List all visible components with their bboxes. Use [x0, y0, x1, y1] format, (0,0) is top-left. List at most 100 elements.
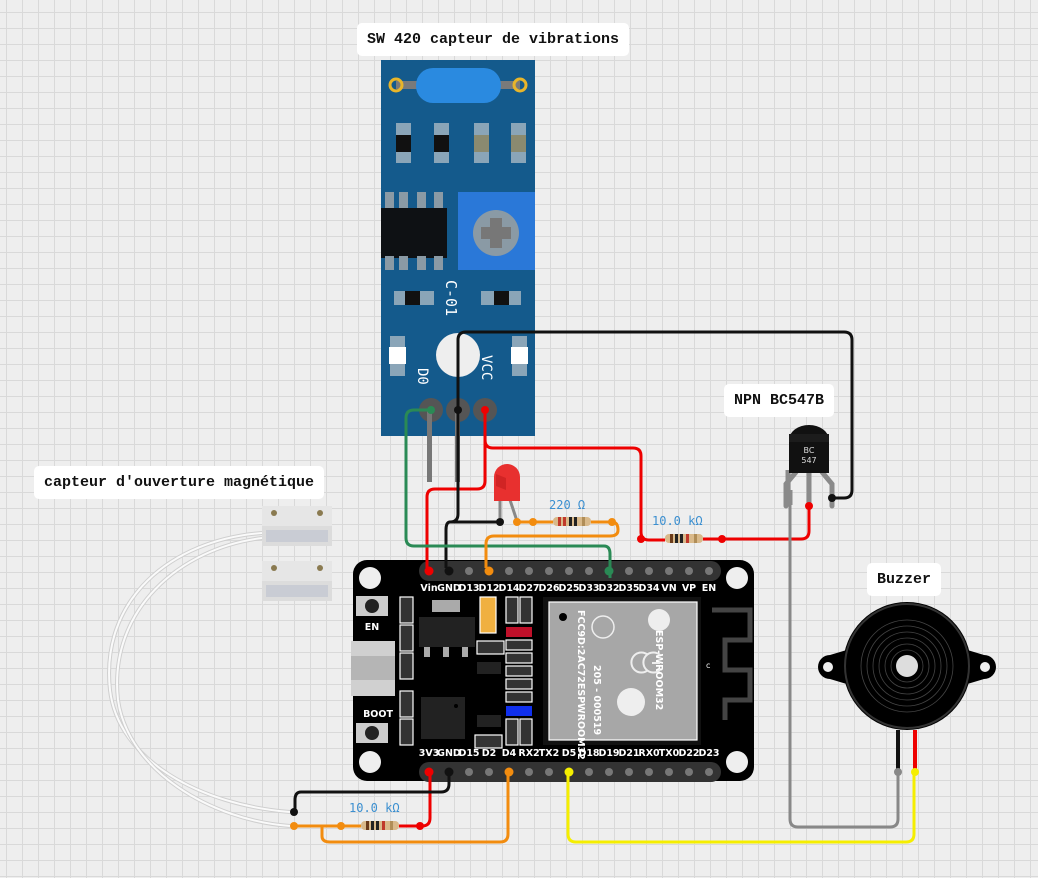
pin-label-3v3: 3V3 [419, 748, 440, 759]
piezo-buzzer[interactable] [818, 602, 996, 772]
switch-pad-left [388, 77, 404, 93]
pin-d34[interactable] [645, 567, 653, 575]
pin-en[interactable] [705, 567, 713, 575]
wire-base[interactable] [703, 506, 811, 541]
wire-d4[interactable] [294, 772, 510, 844]
magnetic-sensor[interactable] [107, 506, 332, 828]
pin-label-d23: D23 [698, 748, 719, 759]
transistor-marking-1: BC [804, 446, 815, 455]
magnetic-sensor-label: capteur d'ouverture magnétique [34, 466, 325, 499]
module-marking: C-01 [442, 280, 460, 316]
pin-label-d19: D19 [598, 748, 619, 759]
pin-d15[interactable] [465, 768, 473, 776]
pin-d21[interactable] [625, 768, 633, 776]
reed-magnet [262, 561, 332, 581]
resistor-base[interactable] [665, 534, 703, 543]
pin-d23[interactable] [705, 768, 713, 776]
pin-tx0[interactable] [665, 768, 673, 776]
potentiometer[interactable] [458, 192, 535, 270]
pin-label-tx0: TX0 [659, 748, 680, 759]
boot-button-label: BOOT [363, 709, 393, 720]
pin-vn[interactable] [665, 567, 673, 575]
pin-label-d15: D15 [458, 748, 479, 759]
vibration-switch-body [416, 68, 501, 103]
reed-switch-top [262, 506, 332, 526]
wire-junctions [290, 406, 919, 830]
wire-collector[interactable] [788, 505, 900, 829]
usb-uart-chip [421, 697, 465, 739]
wire-reed-gnd[interactable] [293, 772, 451, 812]
pin-rx2[interactable] [525, 768, 533, 776]
smd-components [399, 596, 533, 749]
resistor-base-label: 10.0 kΩ [652, 514, 703, 528]
resistor-pullup-label: 10.0 kΩ [349, 801, 400, 815]
pin-label-d21: D21 [618, 748, 639, 759]
pin-label-d26: D26 [538, 583, 559, 594]
wires [293, 330, 916, 844]
pin-d19[interactable] [605, 768, 613, 776]
en-button-label: EN [365, 622, 379, 633]
pin-d18[interactable] [585, 768, 593, 776]
pin-d14[interactable] [505, 567, 513, 575]
buzzer-label: Buzzer [867, 563, 942, 596]
pin-tx2[interactable] [545, 768, 553, 776]
cert-number: 205 - 000519 [591, 665, 602, 735]
pin-d26[interactable] [545, 567, 553, 575]
wire-d5[interactable] [566, 772, 916, 844]
pin-label-vn: VN [661, 583, 676, 594]
pin-d12[interactable] [484, 566, 494, 576]
fcc-id: FCC9D:2AC72ESPWROOM32 [575, 610, 586, 760]
antenna-mark: c [706, 661, 710, 670]
pin-gnd[interactable] [444, 566, 454, 576]
ce-mark-icon [630, 651, 661, 674]
sw420-module[interactable]: C-01 D0 VCC [381, 60, 535, 482]
transistor-marking-2: 547 [801, 456, 816, 465]
power-led [506, 627, 532, 637]
wire-vin[interactable] [425, 440, 487, 568]
sw420-label: SW 420 capteur de vibrations [357, 23, 630, 56]
status-led [506, 706, 532, 716]
pin-label-d33: D33 [578, 583, 599, 594]
red-led[interactable] [494, 464, 520, 522]
smd-transistor [477, 662, 501, 674]
pin-rx0[interactable] [645, 768, 653, 776]
pin-d33[interactable] [585, 567, 593, 575]
pin-d13[interactable] [465, 567, 473, 575]
resistor-220[interactable] [553, 517, 591, 526]
pin-label-d2: D2 [482, 748, 497, 759]
pin-d2[interactable] [485, 768, 493, 776]
pin-label-d5: D5 [562, 748, 577, 759]
pin-label-d12: D12 [478, 583, 499, 594]
pin-vp[interactable] [685, 567, 693, 575]
switch-pad-right [512, 77, 528, 93]
pin-d35[interactable] [625, 567, 633, 575]
boot-button[interactable] [356, 723, 388, 743]
voltage-regulator [432, 600, 460, 612]
pin-d25[interactable] [565, 567, 573, 575]
resistor-220-label: 220 Ω [549, 498, 586, 512]
wire-d0[interactable] [404, 408, 612, 578]
fcc-icon [591, 615, 615, 639]
pin-label-d0: D0 [414, 368, 430, 385]
smd-resistors [396, 123, 526, 163]
pin-d22[interactable] [685, 768, 693, 776]
pin-label-d22: D22 [678, 748, 699, 759]
pin-label-vcc: VCC [478, 355, 494, 380]
pin-label-vin: Vin [420, 583, 437, 594]
pin-label-d13: D13 [458, 583, 479, 594]
en-button[interactable] [356, 596, 388, 616]
pin-label-d32: D32 [598, 583, 619, 594]
espressif-logo-icon [617, 688, 645, 716]
comparator-chip [381, 192, 447, 270]
esp-wroom32-module [548, 601, 698, 741]
resistor-pullup[interactable] [361, 821, 399, 830]
transistor-label: NPN BC547B [724, 384, 835, 417]
pin-vin[interactable] [424, 566, 434, 576]
pin-label-tx2: TX2 [539, 748, 559, 759]
bc547-transistor[interactable]: BC 547 [783, 425, 835, 509]
pin-d27[interactable] [525, 567, 533, 575]
pin-label-vp: VP [682, 583, 696, 594]
wire-gnd-emitter[interactable] [456, 330, 854, 500]
pin-label-gnd: GND [437, 748, 461, 759]
